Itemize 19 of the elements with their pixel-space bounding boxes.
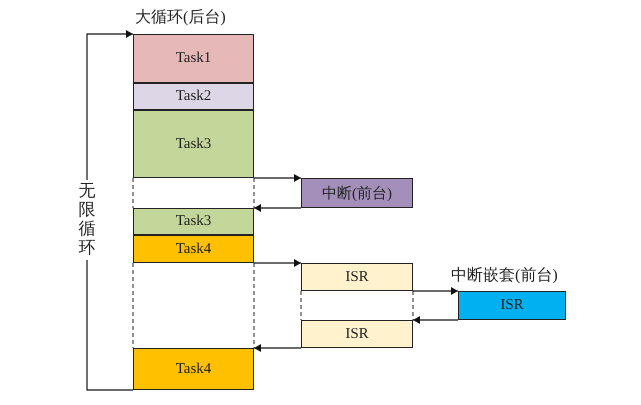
- process-box: Task4: [133, 235, 254, 263]
- process-box: ISR: [301, 263, 413, 291]
- arrow: [413, 287, 458, 295]
- stack-title: 大循环(后台): [135, 8, 226, 28]
- box-label: ISR: [500, 297, 524, 314]
- process-box: 中断(前台): [301, 178, 413, 208]
- process-box: Task3: [133, 110, 254, 178]
- arrow: [413, 316, 458, 324]
- arrow: [254, 204, 301, 212]
- box-heading: 中断嵌套(前台): [451, 266, 558, 286]
- edge-label: 无限循环: [78, 180, 96, 260]
- arrow: [254, 174, 301, 182]
- arrow: [254, 344, 301, 352]
- process-box: Task2: [133, 83, 254, 110]
- process-box: ISR: [301, 320, 413, 348]
- process-box: Task3: [133, 208, 254, 235]
- arrow: [254, 259, 301, 267]
- process-box: Task1: [133, 34, 254, 83]
- process-box: Task4: [133, 348, 254, 390]
